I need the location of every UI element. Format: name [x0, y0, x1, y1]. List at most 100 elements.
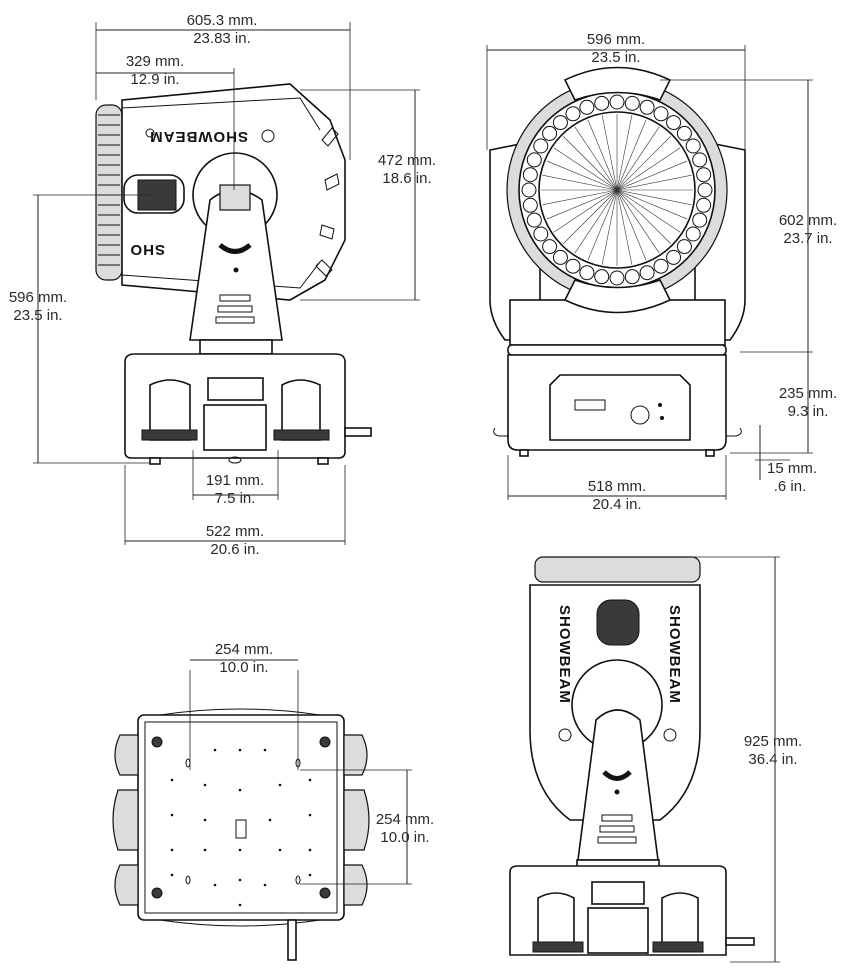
front-feet-height-mm: 15 mm. [767, 460, 817, 477]
led-lens [594, 95, 610, 111]
led-lens [696, 197, 712, 213]
led-lens [542, 239, 558, 255]
side-head-height-mm: 472 mm. [378, 152, 436, 169]
lens-spoke [616, 189, 688, 220]
led-lens [685, 138, 701, 154]
side-view: SHOWBEAM SHO 605.3 mm. 23.83 i [9, 12, 436, 558]
mounting-hole [203, 818, 207, 822]
led-lens [565, 106, 581, 122]
lens-spoke [616, 136, 671, 191]
led-lens [685, 226, 701, 242]
mounting-hole [278, 783, 282, 787]
side-axis-offset-mm: 329 mm. [126, 53, 184, 70]
side-axis-offset-in: 12.9 in. [130, 71, 179, 88]
side-tilt-height-in: 23.5 in. [13, 307, 62, 324]
lens-spoke [542, 174, 618, 191]
led-lens [676, 125, 692, 141]
side-tilt-height-mm: 596 mm. [9, 289, 67, 306]
lens-spoke [616, 189, 681, 233]
led-lens [624, 269, 640, 285]
lens-spoke [616, 174, 692, 191]
led-lens [676, 239, 692, 255]
bottom-hole-spacing-x-mm: 254 mm. [215, 641, 273, 658]
led-lens [565, 258, 581, 274]
lens-spoke [601, 115, 618, 191]
mounting-hole [268, 818, 272, 822]
side-overall-width-in: 23.83 in. [193, 30, 251, 47]
led-lens [609, 270, 625, 286]
lens-spoke [616, 160, 688, 191]
led-lens [666, 115, 682, 131]
front-head-width-mm: 596 mm. [587, 31, 645, 48]
led-lens [666, 249, 682, 265]
mounting-hole [238, 848, 242, 852]
mounting-hole [203, 848, 207, 852]
bottom-view: 254 mm. 10.0 in. 254 mm. 10.0 in. [112, 641, 434, 961]
lens-spoke [542, 189, 618, 206]
led-lens [552, 115, 568, 131]
mounting-hole [308, 848, 312, 852]
led-lens [522, 197, 538, 213]
lens-spoke [616, 119, 647, 191]
mounting-hole [308, 873, 312, 877]
mounting-hole [263, 748, 267, 752]
led-lens [526, 152, 542, 168]
front-base-width-in: 20.4 in. [592, 496, 641, 513]
lens-spoke [616, 189, 633, 265]
mounting-hole [213, 883, 217, 887]
led-lens [609, 94, 625, 110]
mounting-hole [238, 903, 242, 907]
led-lens [542, 125, 558, 141]
mounting-hole [238, 788, 242, 792]
lens-spoke [574, 126, 618, 191]
led-lens [692, 212, 708, 228]
lens-spoke [574, 189, 618, 254]
mounting-hole [238, 748, 242, 752]
side-base-width-in: 20.6 in. [210, 541, 259, 558]
mounting-hole [170, 778, 174, 782]
led-lens [522, 167, 538, 183]
front-head-height-in: 23.7 in. [783, 230, 832, 247]
lens-spoke [553, 189, 618, 233]
front-base-width-mm: 518 mm. [588, 478, 646, 495]
front-base-height-mm: 235 mm. [779, 385, 837, 402]
side-brand-text: SHOWBEAM [149, 128, 248, 145]
mounting-hole [263, 883, 267, 887]
tilted-overall-height-in: 36.4 in. [748, 751, 797, 768]
led-lens [521, 182, 537, 198]
lens-spoke [616, 126, 660, 191]
front-feet-height-in: .6 in. [774, 478, 807, 495]
side-head-height-in: 18.6 in. [382, 170, 431, 187]
led-lens [653, 258, 669, 274]
lens-spoke [601, 189, 618, 265]
tilted-overall-height-mm: 925 mm. [744, 733, 802, 750]
led-lens [696, 167, 712, 183]
mounting-hole [238, 878, 242, 882]
lens-spoke [546, 160, 618, 191]
lens-spoke [616, 189, 647, 261]
lens-spoke [546, 189, 618, 220]
led-lens [533, 138, 549, 154]
side-yoke-width-mm: 191 mm. [206, 472, 264, 489]
side-yoke-width-in: 7.5 in. [215, 490, 256, 507]
mounting-hole [308, 778, 312, 782]
front-base-height-in: 9.3 in. [788, 403, 829, 420]
led-lens [692, 152, 708, 168]
led-lens [526, 212, 542, 228]
led-lens [579, 265, 595, 281]
led-lens [594, 269, 610, 285]
mounting-hole [278, 848, 282, 852]
side-overall-width-mm: 605.3 mm. [187, 12, 258, 29]
mounting-hole [170, 848, 174, 852]
mounting-hole [170, 813, 174, 817]
lens-spoke [563, 136, 618, 191]
front-head-height-mm: 602 mm. [779, 212, 837, 229]
svg-text:SHO: SHO [129, 241, 165, 258]
front-head-width-in: 23.5 in. [591, 49, 640, 66]
bottom-hole-spacing-y-in: 10.0 in. [380, 829, 429, 846]
led-lens [697, 182, 713, 198]
lens-spoke [553, 147, 618, 191]
svg-text:SHOWBEAM: SHOWBEAM [556, 605, 573, 704]
led-lens [653, 106, 669, 122]
led-lens [552, 249, 568, 265]
